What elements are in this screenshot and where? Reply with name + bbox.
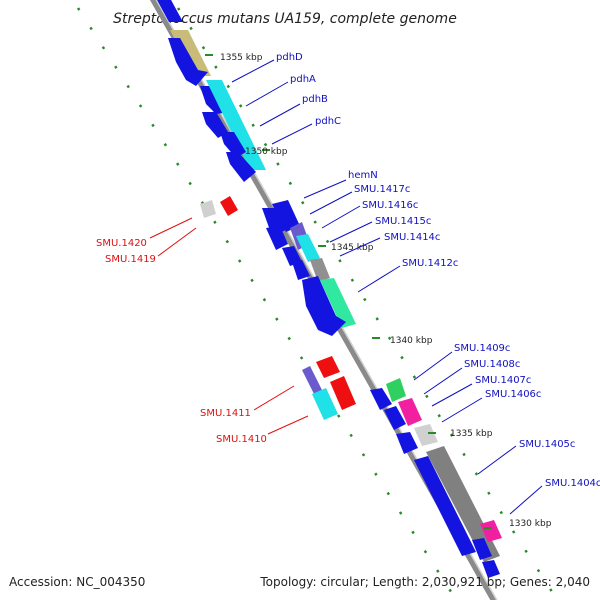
leader-pdhD <box>231 59 275 83</box>
label-SMU.1407c[interactable]: SMU.1407c <box>475 375 531 386</box>
gene-SMU.1406c-gray[interactable] <box>414 424 438 446</box>
gene-SMU.1408c-magenta[interactable] <box>398 398 422 426</box>
leader-pdhA <box>245 81 289 107</box>
gene-SMU.1419[interactable] <box>220 196 238 216</box>
kbp-label-1355: 1355 kbp <box>220 53 263 63</box>
leader-SMU.1414c <box>339 237 381 257</box>
label-SMU.1414c[interactable]: SMU.1414c <box>384 232 440 243</box>
label-pdhC[interactable]: pdhC <box>315 116 341 127</box>
accession-text: Accession: NC_004350 <box>9 575 145 589</box>
leader-pdhC <box>271 123 313 145</box>
gene-blue-top[interactable] <box>156 0 183 22</box>
leader-pdhB <box>259 103 301 127</box>
label-SMU.1404c[interactable]: SMU.1404c <box>545 478 600 489</box>
guide-dots-inner <box>176 7 558 599</box>
kbp-ticks: 1355 kbp 1350 kbp 1345 kbp 1340 kbp 1335… <box>205 53 552 529</box>
leader-SMU.1407c <box>431 383 473 407</box>
label-pdhB[interactable]: pdhB <box>302 94 328 105</box>
gene-SMU.1410[interactable] <box>330 376 356 410</box>
leader-SMU.1411 <box>253 385 295 411</box>
label-hemN[interactable]: hemN <box>348 170 378 181</box>
gene-pdhC[interactable] <box>220 132 246 158</box>
gene-pdhD[interactable] <box>168 38 208 86</box>
leader-SMU.1419 <box>157 227 197 257</box>
reverse-gene-labels: pdhD pdhA pdhB pdhC hemN SMU.1417c SMU.1… <box>231 52 600 515</box>
label-SMU.1415c[interactable]: SMU.1415c <box>375 216 431 227</box>
gene-SMU.1407c[interactable] <box>384 406 406 430</box>
gene-SMU.1420[interactable] <box>200 200 216 218</box>
label-SMU.1409c[interactable]: SMU.1409c <box>454 343 510 354</box>
gene-SMU.1415c[interactable] <box>266 226 288 250</box>
label-SMU.1408c[interactable]: SMU.1408c <box>464 359 520 370</box>
leader-SMU.1405c <box>477 445 517 475</box>
kbp-label-1345: 1345 kbp <box>331 243 374 253</box>
kbp-label-1335: 1335 kbp <box>450 429 493 439</box>
gene-SMU.1404c[interactable] <box>472 538 492 560</box>
guide-dots-outer <box>76 7 457 599</box>
gene-SMU.1405c-gray[interactable] <box>426 446 500 562</box>
gene-SMU.1409c-green[interactable] <box>386 378 406 402</box>
label-SMU.1420[interactable]: SMU.1420 <box>96 238 147 249</box>
gene-SMU.1411-stripe[interactable] <box>302 366 322 394</box>
label-SMU.1419[interactable]: SMU.1419 <box>105 254 156 265</box>
leader-SMU.1417c <box>309 191 353 215</box>
leader-SMU.1409c <box>413 351 453 381</box>
leader-SMU.1404c <box>509 485 543 515</box>
leader-SMU.1410 <box>267 415 309 435</box>
gene-SMU.1411[interactable] <box>316 356 340 378</box>
reverse-strand-genes <box>156 0 502 578</box>
leader-SMU.1408c <box>423 367 463 395</box>
gene-SMU.1409c[interactable] <box>370 388 392 410</box>
label-SMU.1417c[interactable]: SMU.1417c <box>354 184 410 195</box>
gene-seg-cyan[interactable] <box>296 234 320 262</box>
gene-SMU.1410-cyan[interactable] <box>312 388 338 420</box>
label-SMU.1405c[interactable]: SMU.1405c <box>519 439 575 450</box>
gene-pdhC-2[interactable] <box>226 152 256 182</box>
gene-pdhB[interactable] <box>202 112 228 138</box>
gene-SMU.1412c[interactable] <box>302 276 346 336</box>
gene-SMU.1405c[interactable] <box>414 456 476 556</box>
leader-SMU.1420 <box>149 217 193 239</box>
kbp-label-1350: 1350 kbp <box>245 147 288 157</box>
label-SMU.1410[interactable]: SMU.1410 <box>216 434 267 445</box>
map-title: Streptococcus mutans UA159, complete gen… <box>113 11 457 27</box>
forward-gene-labels: SMU.1420 SMU.1419 SMU.1411 SMU.1410 <box>96 217 309 445</box>
gene-seg-gray[interactable] <box>310 258 330 282</box>
gene-SMU.1404c-magenta[interactable] <box>480 520 502 542</box>
gene-pdhA-cyan[interactable] <box>206 80 266 170</box>
leader-SMU.1416c <box>321 205 361 229</box>
kbp-label-1340: 1340 kbp <box>390 336 433 346</box>
kbp-label-1330: 1330 kbp <box>509 519 552 529</box>
leader-SMU.1412c <box>357 265 401 293</box>
leader-hemN <box>303 179 347 199</box>
gene-hemN[interactable] <box>272 200 300 232</box>
leader-SMU.1415c <box>329 221 373 243</box>
leader-SMU.1406c <box>441 397 483 423</box>
forward-strand-genes <box>200 196 356 420</box>
gene-bottom-blue[interactable] <box>482 560 500 578</box>
label-SMU.1411[interactable]: SMU.1411 <box>200 408 251 419</box>
gene-SMU.1414c-b[interactable] <box>292 260 310 280</box>
gene-SMU.1412c-seafoam[interactable] <box>320 278 356 328</box>
label-SMU.1412c[interactable]: SMU.1412c <box>402 258 458 269</box>
gene-SMU.1406c[interactable] <box>396 432 418 454</box>
label-pdhA[interactable]: pdhA <box>290 74 316 85</box>
label-pdhD[interactable]: pdhD <box>276 52 303 63</box>
genome-summary-text: Topology: circular; Length: 2,030,921 bp… <box>259 575 590 589</box>
label-SMU.1406c[interactable]: SMU.1406c <box>485 389 541 400</box>
label-SMU.1416c[interactable]: SMU.1416c <box>362 200 418 211</box>
